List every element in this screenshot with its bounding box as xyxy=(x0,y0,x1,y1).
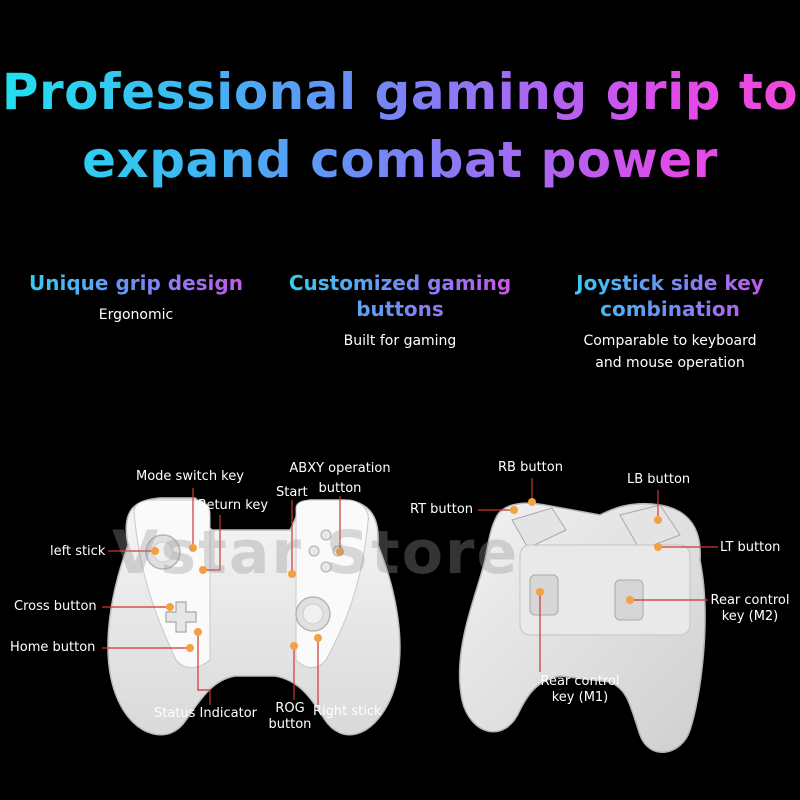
cross-button-icon xyxy=(165,601,197,633)
label-home: Home button xyxy=(10,640,96,655)
feature-desc: Ergonomic xyxy=(98,307,174,323)
label-mode-switch: Mode switch key xyxy=(136,469,244,484)
button-y-icon xyxy=(308,545,320,557)
label-m1: Rear control key (M1) xyxy=(540,674,620,705)
feature-desc: Comparable to keyboard and mouse operati… xyxy=(583,333,757,371)
feature-joystick: Joystick side key combination Comparable… xyxy=(545,270,795,374)
lt-trigger-icon xyxy=(619,504,681,551)
rear-markers xyxy=(510,498,662,604)
feature-title: Unique grip design xyxy=(11,270,261,296)
label-right-stick: Right stick xyxy=(313,704,382,719)
feature-title: Customized gaming buttons xyxy=(280,270,520,322)
feature-title: Joystick side key combination xyxy=(560,270,780,322)
label-lt: LT button xyxy=(720,540,781,555)
button-x-icon xyxy=(320,529,332,541)
front-controller xyxy=(107,497,401,736)
label-rog: ROG button xyxy=(268,701,312,732)
headline-line-1: Professional gaming grip to xyxy=(1,63,799,121)
feature-buttons: Customized gaming buttons Built for gami… xyxy=(275,270,525,352)
feature-desc: Built for gaming xyxy=(343,333,457,349)
label-left-stick: left stick xyxy=(50,544,106,559)
button-b-icon xyxy=(320,561,332,573)
label-lb: LB button xyxy=(627,472,691,487)
watermark: Vstar Store xyxy=(112,518,520,588)
label-m2: Rear control key (M2) xyxy=(710,593,790,624)
label-rt: RT button xyxy=(410,502,474,517)
label-status: Status Indicator xyxy=(154,706,258,721)
label-rb: RB button xyxy=(498,460,563,475)
rear-panel xyxy=(519,544,691,636)
label-start: Start xyxy=(276,485,308,500)
front-callout-lines xyxy=(102,488,341,705)
rt-trigger-icon xyxy=(511,507,567,549)
headline-line-2: expand combat power xyxy=(0,130,800,190)
feature-grip: Unique grip design Ergonomic xyxy=(11,270,261,326)
label-abxy: ABXY operation button xyxy=(289,461,391,496)
m1-paddle-icon xyxy=(529,574,559,616)
label-cross: Cross button xyxy=(14,599,97,614)
front-markers xyxy=(151,544,344,652)
rear-controller xyxy=(458,502,706,753)
rear-callout-lines xyxy=(478,478,718,672)
label-return-key: Return key xyxy=(198,498,269,513)
